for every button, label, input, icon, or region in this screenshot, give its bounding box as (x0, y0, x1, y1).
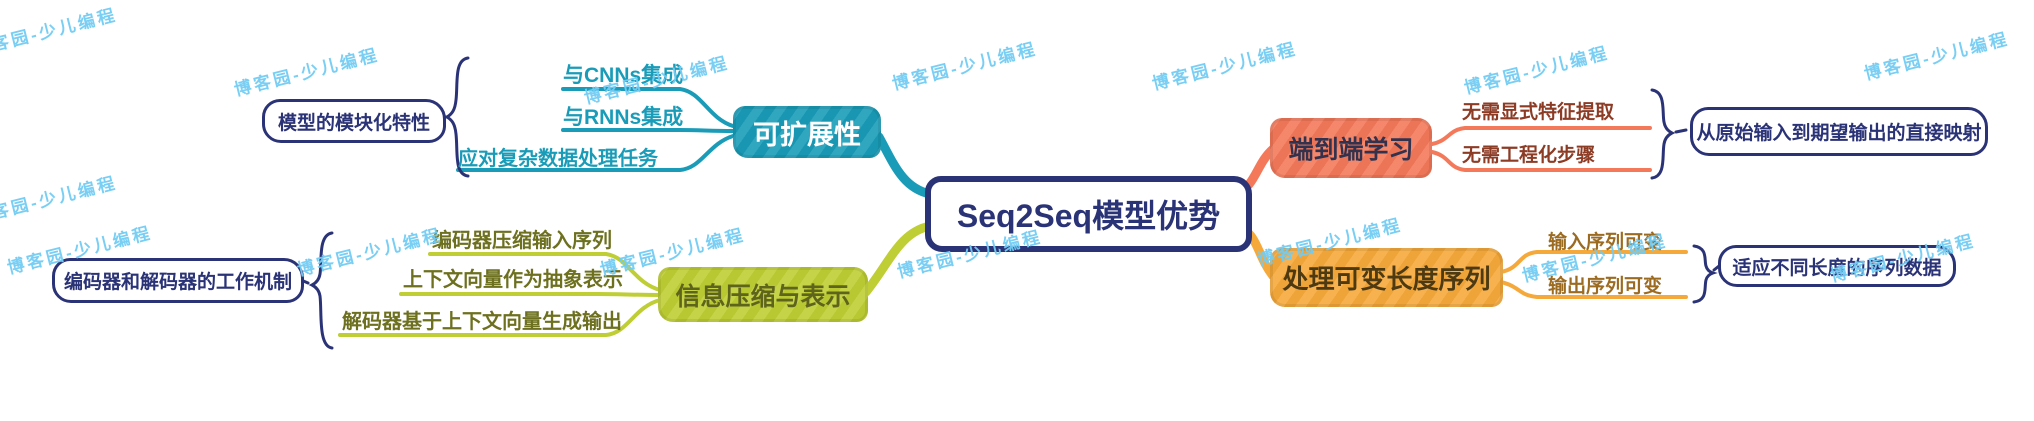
note-encoder-decoder-mechanism-label: 编码器和解码器的工作机制 (63, 272, 292, 293)
branch-variable-length-label: 处理可变长度序列 (1282, 264, 1491, 294)
note-modularity-label: 模型的模块化特性 (277, 112, 430, 134)
subbranch-context-vector (399, 292, 662, 297)
central-topic[interactable]: Seq2Seq模型优势 (925, 176, 1252, 252)
branch-curve-compression (861, 221, 935, 297)
brace-dash-end-to-end (1674, 128, 1688, 134)
subtopic-cnns[interactable]: 与CNNs集成 (563, 64, 684, 87)
branch-variable-length[interactable]: 处理可变长度序列 (1270, 248, 1503, 307)
note-modularity[interactable]: 模型的模块化特性 (262, 99, 446, 143)
note-adapt-lengths[interactable]: 适应不同长度的序列数据 (1718, 245, 1956, 287)
subbranch-no-engineering (1430, 150, 1652, 172)
branch-end-to-end[interactable]: 端到端学习 (1270, 118, 1432, 178)
branch-compression-label: 信息压缩与表示 (675, 282, 851, 311)
subtopic-rnns[interactable]: 与RNNs集成 (563, 106, 684, 129)
brace-end-to-end (1650, 88, 1676, 180)
branch-scalability[interactable]: 可扩展性 (733, 106, 881, 158)
brace-variable-length (1692, 244, 1718, 304)
subbranch-decoder-generate (338, 298, 662, 337)
subtopic-no-feature-extraction[interactable]: 无需显式特征提取 (1462, 102, 1615, 123)
branch-scalability-label: 可扩展性 (753, 119, 861, 150)
note-direct-mapping-label: 从原始输入到期望输出的直接映射 (1696, 123, 1982, 144)
subtopic-context-vector[interactable]: 上下文向量作为抽象表示 (403, 269, 623, 291)
subbranch-output-variable (1499, 280, 1688, 299)
subtopic-output-variable[interactable]: 输出序列可变 (1548, 276, 1663, 297)
branch-compression[interactable]: 信息压缩与表示 (658, 267, 868, 322)
subtopic-input-variable[interactable]: 输入序列可变 (1548, 232, 1663, 253)
subtopic-no-engineering[interactable]: 无需工程化步骤 (1462, 145, 1596, 166)
subbranch-encoder-compress (428, 252, 662, 292)
subtopic-decoder-generate[interactable]: 解码器基于上下文向量生成输出 (342, 311, 622, 333)
brace-compression (308, 231, 334, 350)
note-direct-mapping[interactable]: 从原始输入到期望输出的直接映射 (1690, 107, 1988, 156)
subtopic-encoder-compress[interactable]: 编码器压缩输入序列 (432, 230, 612, 252)
subbranch-input-variable (1499, 250, 1688, 274)
subtopic-complex-tasks[interactable]: 应对复杂数据处理任务 (458, 148, 658, 170)
subbranch-rnns (561, 128, 735, 133)
subbranch-cnns (561, 87, 735, 128)
branch-end-to-end-label: 端到端学习 (1288, 136, 1414, 164)
subbranch-complex-tasks (456, 134, 735, 172)
subbranch-no-feature-extraction (1430, 126, 1652, 146)
central-topic-label: Seq2Seq模型优势 (956, 198, 1221, 234)
branch-curve-scalability (874, 132, 935, 199)
note-adapt-lengths-label: 适应不同长度的序列数据 (1732, 257, 1942, 279)
note-encoder-decoder-mechanism[interactable]: 编码器和解码器的工作机制 (52, 258, 304, 303)
